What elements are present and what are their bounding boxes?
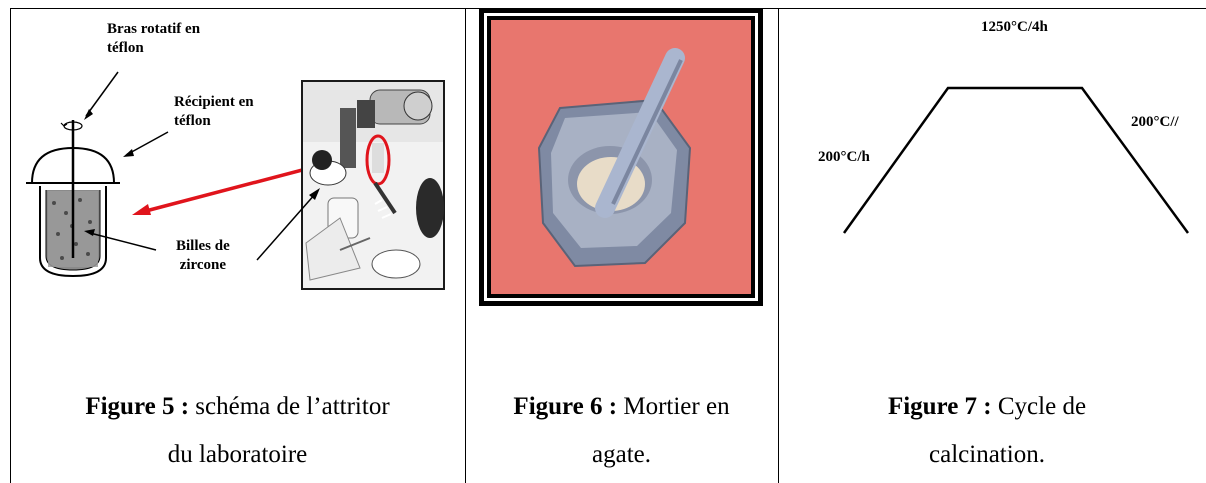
figure-table: Bras rotatif en téflon Récipient en téfl… [10, 8, 1206, 483]
label-recipient: Récipient en téflon [174, 93, 254, 131]
label-bras-text: Bras rotatif en téflon [107, 21, 200, 56]
ramp-down-label: 200°C// [1131, 114, 1179, 131]
figure-7-caption-line2: calcination. [778, 431, 1196, 479]
figure-7-caption-line1: Cycle de [992, 393, 1086, 420]
figure-5-cell: Bras rotatif en téflon Récipient en téfl… [10, 8, 465, 483]
calcination-cycle-diagram [778, 8, 1206, 268]
label-recipient-text: Récipient en téflon [174, 94, 254, 129]
figure-5-number: Figure 5 : [85, 393, 189, 420]
plateau-label: 1250°C/4h [981, 19, 1048, 36]
figure-7-cell: 1250°C/4h 200°C/h 200°C// Figure 7 : Cyc… [778, 8, 1206, 483]
figure-6-caption: Figure 6 : Mortier en agate. [465, 383, 778, 479]
figure-7-number: Figure 7 : [888, 393, 992, 420]
figure-6-caption-line1: Mortier en [617, 393, 729, 420]
figure-6-caption-line2: agate. [465, 431, 778, 479]
label-billes-text: Billes de zircone [176, 238, 230, 273]
figure-7-caption: Figure 7 : Cycle de calcination. [778, 383, 1196, 479]
label-billes: Billes de zircone [176, 237, 230, 275]
figure-5-caption-line1: schéma de l’attritor [189, 393, 390, 420]
mortar-photo [465, 8, 778, 318]
figure-5-caption: Figure 5 : schéma de l’attritor du labor… [10, 383, 465, 479]
ramp-up-label: 200°C/h [818, 149, 870, 166]
calcination-cycle-curve [844, 88, 1188, 233]
figure-5-caption-line2: du laboratoire [10, 431, 465, 479]
figure-6-number: Figure 6 : [513, 393, 617, 420]
label-bras-rotatif: Bras rotatif en téflon [107, 20, 200, 58]
attritor-schematic [10, 8, 465, 308]
figure-6-cell: Figure 6 : Mortier en agate. [465, 8, 778, 483]
